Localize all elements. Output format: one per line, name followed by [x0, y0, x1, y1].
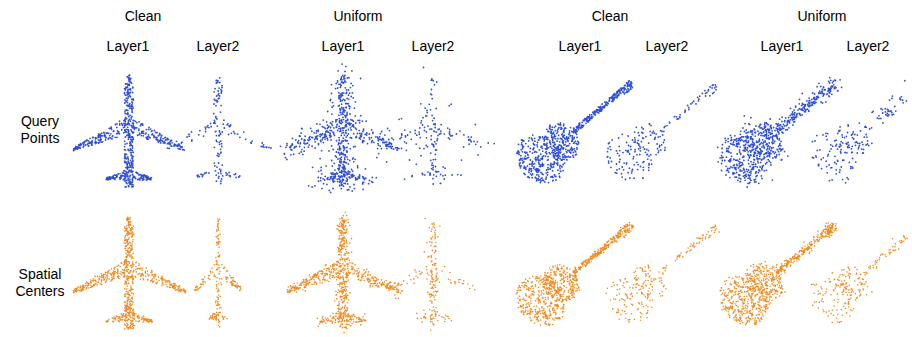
- column-label: Layer2: [412, 38, 455, 55]
- column-label: Layer1: [107, 38, 150, 55]
- point-cloud: [811, 235, 908, 323]
- point-cloud: [719, 222, 837, 325]
- row-label: Query Points: [5, 113, 75, 147]
- point-cloud: [516, 80, 633, 184]
- point-cloud: [73, 74, 185, 188]
- point-cloud: [606, 84, 717, 180]
- column-label: Layer2: [197, 38, 240, 55]
- column-label: Layer1: [559, 38, 602, 55]
- point-cloud: [280, 63, 411, 193]
- column-label: Uniform: [797, 8, 846, 25]
- point-cloud: [167, 77, 272, 184]
- point-cloud: [194, 218, 242, 328]
- point-cloud: [388, 218, 475, 331]
- column-label: Layer1: [322, 38, 365, 55]
- point-cloud: [516, 222, 634, 326]
- column-label: Layer2: [847, 38, 890, 55]
- row-label: Spatial Centers: [5, 266, 75, 300]
- column-label: Layer1: [761, 38, 804, 55]
- point-cloud: [73, 216, 187, 330]
- point-cloud: [373, 67, 495, 185]
- column-label: Clean: [125, 8, 162, 25]
- column-label: Uniform: [333, 8, 382, 25]
- point-clouds: [73, 63, 908, 333]
- column-label: Layer2: [646, 38, 689, 55]
- column-label: Clean: [592, 8, 629, 25]
- point-cloud: [287, 212, 404, 334]
- point-cloud: [605, 225, 720, 323]
- point-cloud: [717, 77, 843, 188]
- point-cloud: [812, 80, 908, 184]
